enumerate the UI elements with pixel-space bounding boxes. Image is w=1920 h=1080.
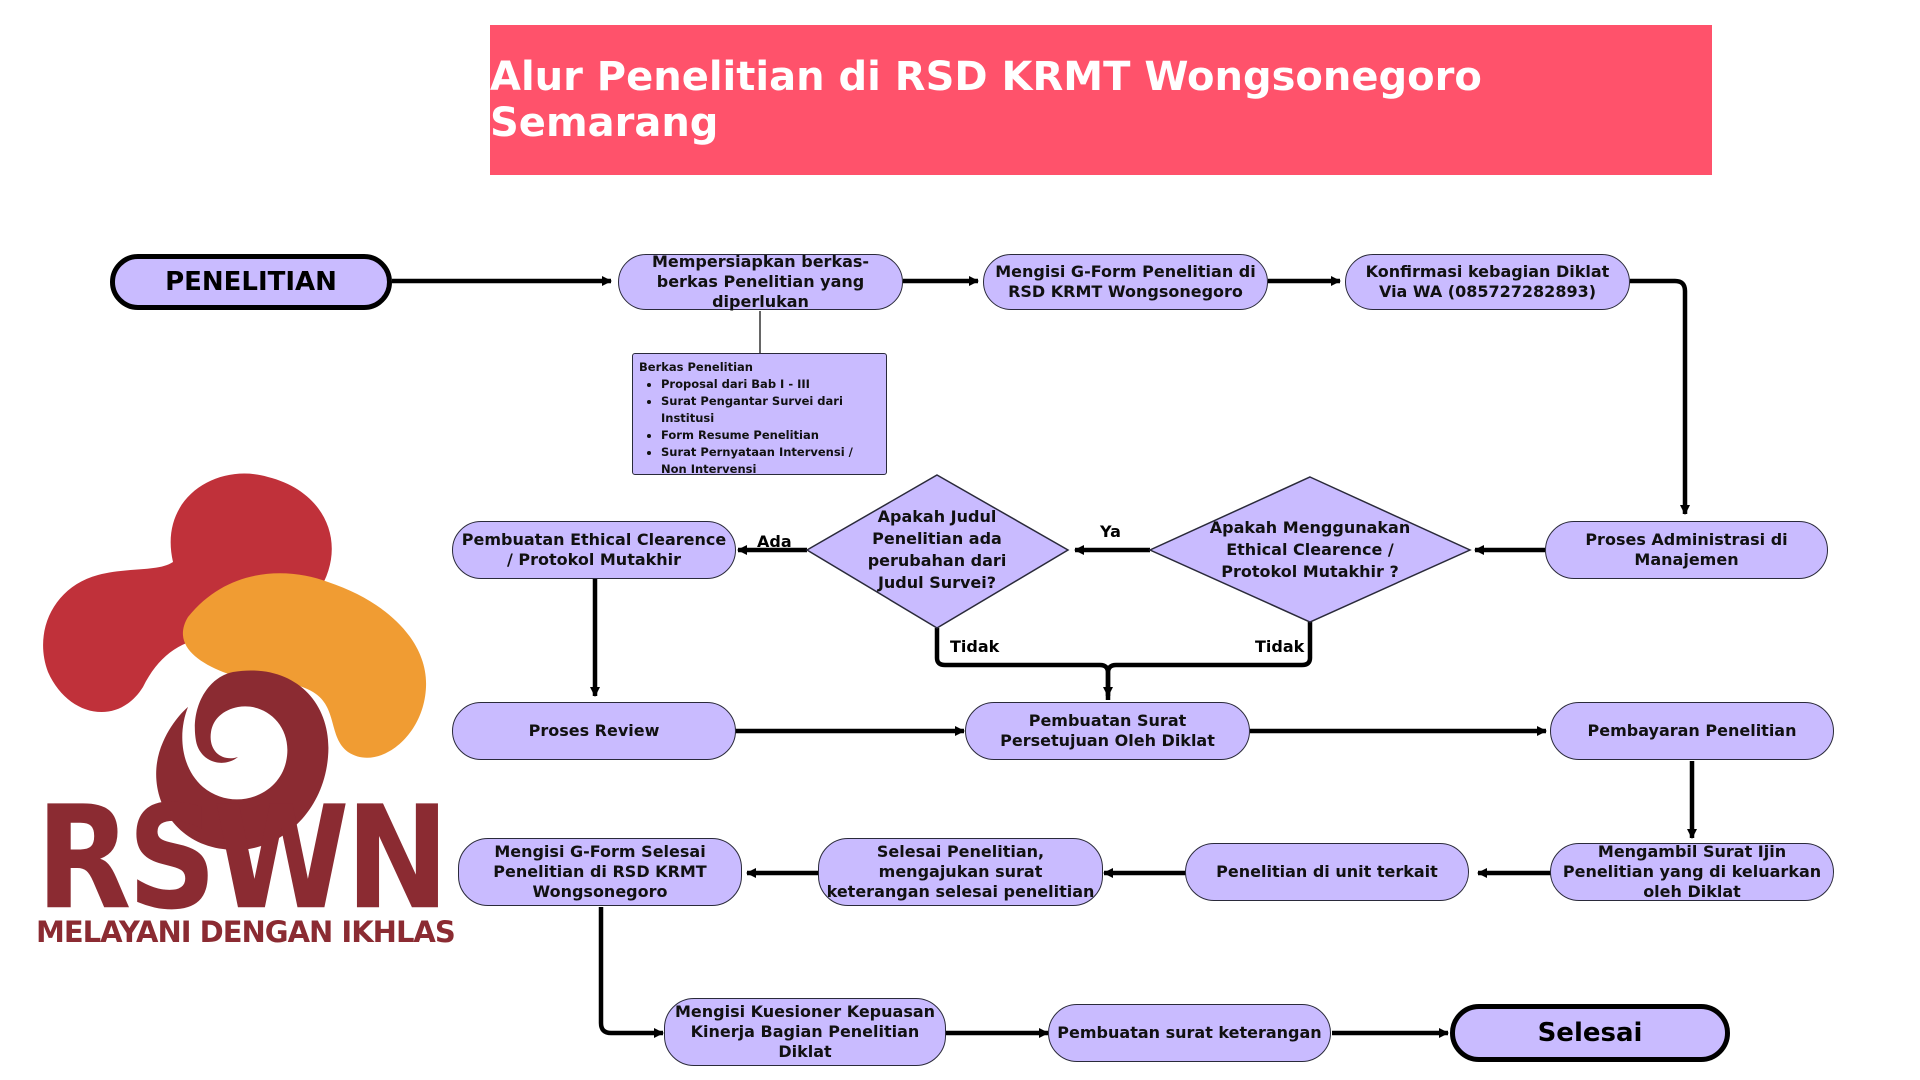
node-certificate: Pembuatan surat keterangan [1048, 1004, 1331, 1062]
node-survey: Mengisi Kuesioner Kepuasan Kinerja Bagia… [664, 998, 946, 1066]
diamond-title [805, 474, 1070, 629]
documents-item: Surat Pernyataan Intervensi / Non Interv… [661, 444, 880, 478]
node-unit: Penelitian di unit terkait [1185, 843, 1469, 901]
node-permit: Mengambil Surat Ijin Penelitian yang di … [1550, 842, 1834, 901]
question-ethical: Apakah Menggunakan Ethical Clearence / P… [1209, 518, 1411, 581]
end-label: Selesai [1537, 1018, 1643, 1048]
node-payment-label: Pembayaran Penelitian [1587, 721, 1797, 740]
node-payment: Pembayaran Penelitian [1550, 702, 1834, 760]
node-review-label: Proses Review [528, 721, 660, 740]
documents-list: Proposal dari Bab I - III Surat Penganta… [639, 376, 880, 478]
node-confirm-label: Konfirmasi kebagian Diklat Via WA (08572… [1365, 262, 1610, 301]
title-banner: Alur Penelitian di RSD KRMT Wongsonegoro… [490, 25, 1712, 175]
node-finish-letter: Selesai Penelitian, mengajukan surat ket… [818, 838, 1103, 906]
start-label: PENELITIAN [165, 267, 337, 297]
node-confirm: Konfirmasi kebagian Diklat Via WA (08572… [1345, 254, 1630, 310]
end-terminal: Selesai [1450, 1004, 1730, 1062]
question-title-change: Apakah Judul Penelitian ada perubahan da… [867, 507, 1007, 592]
edge-gformdone-survey [598, 907, 664, 1038]
documents-note: Berkas Penelitian Proposal dari Bab I - … [632, 353, 887, 478]
node-unit-label: Penelitian di unit terkait [1216, 862, 1438, 881]
node-review: Proses Review [452, 702, 736, 760]
node-admin-label: Proses Administrasi di Manajemen [1585, 530, 1788, 569]
documents-item: Proposal dari Bab I - III [661, 376, 880, 393]
logo-tagline: MELAYANI DENGAN IKHLAS [36, 915, 456, 949]
diamond-ethical [1148, 476, 1472, 623]
label-no-right: Tidak [1255, 637, 1305, 656]
edge-confirm-admin [1630, 278, 1690, 515]
node-prepare-label: Mempersiapkan berkas-berkas Penelitian y… [651, 252, 870, 311]
node-prepare: Mempersiapkan berkas-berkas Penelitian y… [618, 252, 903, 311]
node-gform-done-label: Mengisi G-Form Selesai Penelitian di RSD… [493, 842, 707, 901]
node-gform: Mengisi G-Form Penelitian di RSD KRMT Wo… [983, 254, 1268, 310]
documents-item: Surat Pengantar Survei dari Institusi [661, 393, 880, 427]
node-approval-label: Pembuatan Surat Persetujuan Oleh Diklat [1000, 711, 1215, 750]
logo-name: RSWN [36, 776, 449, 942]
documents-item: Form Resume Penelitian [661, 427, 880, 444]
node-finish-letter-label: Selesai Penelitian, mengajukan surat ket… [826, 842, 1095, 901]
logo-maroon-swirl [156, 670, 329, 851]
label-yes: Ya [1100, 522, 1121, 541]
node-gform-done: Mengisi G-Form Selesai Penelitian di RSD… [458, 838, 742, 906]
node-certificate-label: Pembuatan surat keterangan [1057, 1023, 1322, 1042]
label-no-left: Tidak [950, 637, 1000, 656]
edge-qethical-approval [1103, 622, 1313, 697]
node-admin: Proses Administrasi di Manajemen [1545, 521, 1828, 579]
node-ethical-label: Pembuatan Ethical Clearence / Protokol M… [461, 530, 727, 569]
start-terminal: PENELITIAN [110, 254, 392, 310]
label-changed: Ada [757, 532, 792, 551]
documents-note-title: Berkas Penelitian [639, 360, 753, 374]
node-permit-label: Mengambil Surat Ijin Penelitian yang di … [1562, 842, 1822, 901]
logo-red-shape [43, 473, 332, 713]
node-survey-label: Mengisi Kuesioner Kepuasan Kinerja Bagia… [674, 1002, 936, 1061]
node-ethical: Pembuatan Ethical Clearence / Protokol M… [452, 521, 736, 579]
rswn-logo-icon [43, 473, 427, 851]
node-approval: Pembuatan Surat Persetujuan Oleh Diklat [965, 702, 1250, 760]
logo-orange-shape [182, 573, 427, 758]
page-title: Alur Penelitian di RSD KRMT Wongsonegoro… [490, 54, 1482, 146]
node-gform-label: Mengisi G-Form Penelitian di RSD KRMT Wo… [995, 262, 1256, 301]
